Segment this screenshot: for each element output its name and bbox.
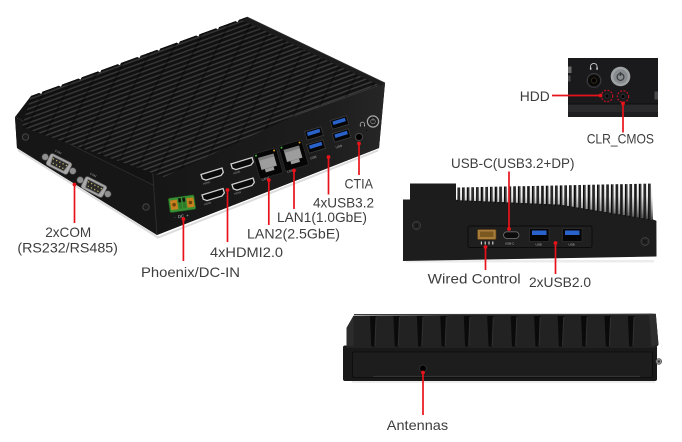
svg-text:(RS232/RS485): (RS232/RS485) [17,240,118,256]
svg-text:LAN2(2.5GbE): LAN2(2.5GbE) [247,225,340,241]
svg-text:LAN1(1.0GbE): LAN1(1.0GbE) [277,209,367,225]
svg-text:USB: USB [310,155,317,161]
svg-text:LAN1: LAN1 [287,168,296,174]
svg-text:HDMI: HDMI [204,200,212,206]
svg-text:2xUSB2.0: 2xUSB2.0 [529,274,591,290]
svg-text:CLR_CMOS: CLR_CMOS [587,131,654,147]
svg-text:4xUSB3.2: 4xUSB3.2 [313,194,374,210]
svg-text:Antennas: Antennas [387,417,448,433]
svg-text:USB: USB [335,144,342,150]
svg-text:2xCOM: 2xCOM [45,224,91,240]
svg-text:HDMI: HDMI [233,169,241,175]
svg-text:USB: USB [536,243,542,247]
svg-text:HDD: HDD [520,88,550,104]
svg-text:Phoenix/DC-IN: Phoenix/DC-IN [141,264,240,280]
svg-text:CTIA: CTIA [345,175,374,191]
svg-text:COM: COM [89,172,97,179]
svg-text:USB: USB [569,243,575,247]
svg-text:HDMI: HDMI [203,180,211,186]
svg-text:Wired Control: Wired Control [428,270,521,286]
svg-text:COM: COM [54,149,62,156]
svg-text:- DC +: - DC + [174,213,190,220]
svg-text:USB-C: USB-C [505,242,515,246]
svg-text:USB-C(USB3.2+DP): USB-C(USB3.2+DP) [451,155,575,171]
svg-text:HDMI: HDMI [234,190,242,196]
svg-text:4xHDMI2.0: 4xHDMI2.0 [210,244,283,260]
svg-text:LAN2: LAN2 [261,176,270,182]
